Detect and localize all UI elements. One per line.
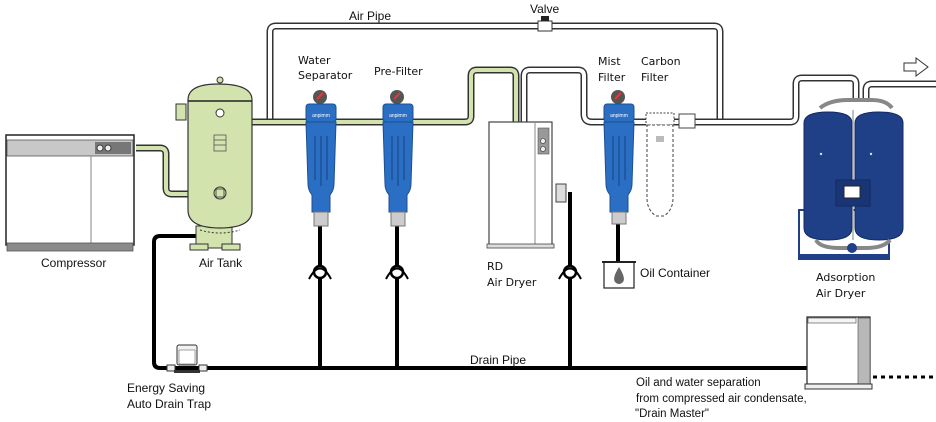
- main-air-line-green: [136, 66, 520, 198]
- drain-master-label-3: "Drain Master": [635, 408, 709, 420]
- drain-trap-label-1: Energy Saving: [127, 381, 206, 395]
- filter-brand-text: anpimm: [312, 113, 330, 119]
- mist-filter: anpimm: [603, 90, 635, 225]
- check-valve-icon: [558, 264, 582, 280]
- compressor: [5, 134, 135, 252]
- energy-saving-auto-drain-trap: [166, 344, 208, 373]
- adsorption-air-dryer-label-2: Air Dryer: [816, 287, 866, 300]
- water-separator: anpimm: [305, 90, 337, 227]
- oil-container: [602, 261, 636, 289]
- adsorption-air-dryer-label-1: Adsorption: [816, 271, 876, 284]
- drain-master-unit: [804, 316, 873, 390]
- rd-air-dryer-label-1: RD: [487, 260, 504, 273]
- carbon-filter-label-1: Carbon: [641, 55, 681, 68]
- outlet-arrow-icon: [903, 57, 929, 77]
- air-tank: [175, 76, 253, 251]
- air-pipe-bypass: [266, 22, 724, 122]
- drain-master-label-2: from compressed air condensate,: [636, 393, 807, 405]
- drain-pipe-network: [152, 192, 810, 370]
- drain-pipe-label: Drain Pipe: [470, 353, 527, 367]
- rd-air-dryer: [486, 121, 567, 249]
- adsorption-air-dryer: [798, 98, 904, 260]
- oil-drop-icon: [614, 267, 624, 284]
- rd-air-dryer-label-2: Air Dryer: [487, 276, 537, 289]
- mist-filter-label-2: Filter: [598, 71, 626, 84]
- drain-master-label-1: Oil and water separation: [636, 377, 761, 389]
- oil-container-label: Oil Container: [640, 266, 711, 280]
- filter-brand-text: anpimm: [389, 113, 407, 119]
- air-tank-label: Air Tank: [199, 256, 243, 270]
- water-separator-label-1: Water: [298, 54, 331, 67]
- drain-trap-label-2: Auto Drain Trap: [127, 397, 212, 411]
- valve-label: Valve: [530, 2, 560, 16]
- filter-brand-text: anpimm: [610, 113, 628, 119]
- check-valve-icon: [385, 264, 409, 280]
- carbon-filter: [645, 112, 696, 217]
- pressure-gauge-icon: [215, 108, 225, 118]
- valve-icon: [537, 16, 553, 32]
- pre-filter-label: Pre-Filter: [374, 65, 423, 78]
- compressor-label: Compressor: [41, 256, 107, 270]
- carbon-filter-label-2: Filter: [641, 71, 669, 84]
- pre-filter: anpimm: [382, 90, 414, 227]
- water-separator-label-2: Separator: [298, 69, 353, 82]
- check-valve-icon: [308, 264, 332, 280]
- mist-filter-label-1: Mist: [598, 55, 621, 68]
- air-pipe-label: Air Pipe: [349, 9, 392, 23]
